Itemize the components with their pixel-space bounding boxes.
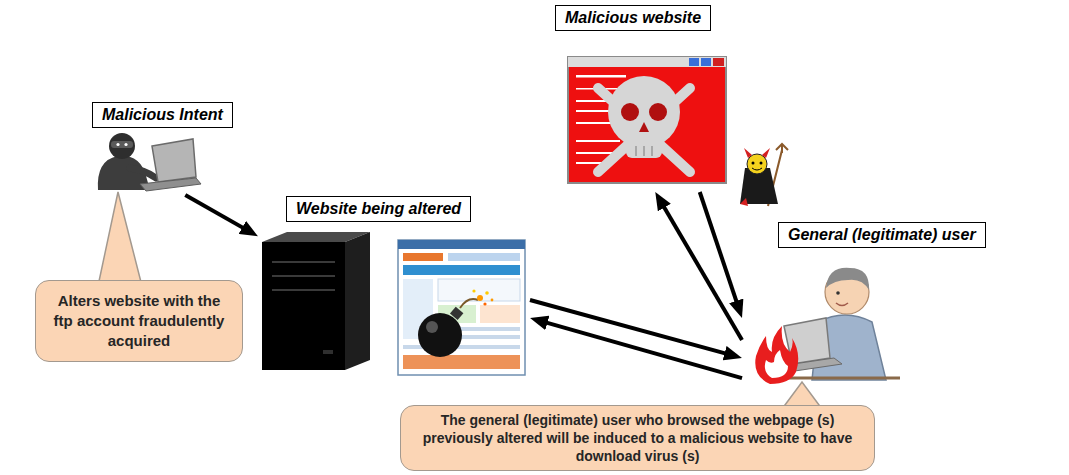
user-figure <box>826 268 869 290</box>
malicious-window <box>689 58 699 66</box>
server-illustration <box>345 232 370 370</box>
label-stack: Malicious Intent <box>92 102 233 128</box>
webpage-screenshot <box>398 240 525 375</box>
user-group: General (legitimate) user <box>742 220 1047 385</box>
webpage-screenshot <box>403 265 520 275</box>
fire-icon <box>765 350 788 378</box>
bomb-icon <box>450 307 463 320</box>
bomb-icon <box>460 299 478 308</box>
hacker-figure <box>124 143 127 146</box>
malicious-window <box>713 58 724 66</box>
webpage-screenshot <box>398 240 525 249</box>
malicious-window <box>568 57 726 67</box>
flow-arrow <box>538 320 742 378</box>
skull-icon <box>639 122 649 132</box>
server-illustration <box>262 242 345 370</box>
hacker-figure <box>111 141 133 148</box>
skull-icon <box>651 146 653 156</box>
hacker-figure <box>116 143 119 146</box>
skull-icon <box>598 76 690 172</box>
skull-icon <box>626 134 662 158</box>
devil-figure <box>752 162 755 165</box>
devil-figure <box>752 168 762 170</box>
flow-arrow <box>659 199 742 340</box>
group-label: Malicious website <box>555 5 711 31</box>
fire-icon <box>755 326 798 384</box>
hacker-figure <box>98 133 201 191</box>
bomb-icon <box>472 289 475 292</box>
group-label: Malicious Intent <box>92 102 233 128</box>
attacker-group: Malicious Intent <box>88 100 240 195</box>
devil-figure <box>744 148 752 158</box>
user-figure <box>836 303 848 306</box>
malicious-window <box>576 140 620 142</box>
bomb-icon <box>485 291 489 295</box>
malicious-window <box>576 152 616 154</box>
malicious-window <box>701 58 711 66</box>
skull-icon <box>643 146 645 156</box>
devil-figure <box>776 144 788 153</box>
callout-bubble: The general (legitimate) user who browse… <box>400 405 875 471</box>
flow-arrow <box>185 195 251 232</box>
callout-text: Alters website with the ftp account frau… <box>48 291 230 351</box>
callout-text: The general (legitimate) user who browse… <box>411 411 864 465</box>
devil-figure <box>740 144 788 206</box>
hacker-figure <box>152 139 196 182</box>
bomb-icon <box>477 295 483 301</box>
skull-icon <box>635 146 637 156</box>
user-figure <box>836 291 840 295</box>
webpage-screenshot <box>403 253 443 261</box>
label-stack: General (legitimate) user <box>778 222 986 248</box>
label-stack: Malicious website <box>555 5 711 31</box>
label-stack: Website being altered <box>286 196 471 222</box>
devil-figure <box>740 198 748 206</box>
malicious-window <box>568 57 726 183</box>
server-illustration <box>323 350 333 354</box>
bomb-icon <box>418 289 493 357</box>
server-illustration <box>272 289 335 291</box>
bomb-icon <box>491 299 494 302</box>
server-illustration <box>272 275 335 277</box>
bomb-icon <box>426 321 438 333</box>
server-illustration <box>272 261 335 263</box>
webpage-screenshot <box>398 240 525 375</box>
malicious-site-group: Malicious website <box>552 3 730 192</box>
skull-icon <box>649 103 667 121</box>
hacker-figure <box>109 133 135 159</box>
webpage-screenshot <box>448 253 520 261</box>
webpage-screenshot <box>403 355 520 369</box>
malicious-window <box>576 75 626 78</box>
webpage-screenshot <box>438 279 520 301</box>
devil-figure <box>762 148 770 158</box>
malicious-window <box>576 122 612 124</box>
devil-figure <box>760 162 763 165</box>
malicious-window <box>568 57 726 183</box>
altered-site-group: Website being altered <box>258 194 530 378</box>
callout-tail <box>98 192 142 286</box>
hacker-figure <box>130 168 156 178</box>
group-label: General (legitimate) user <box>778 222 986 248</box>
webpage-screenshot <box>480 305 520 323</box>
skull-icon <box>621 103 639 121</box>
bomb-icon <box>483 302 486 305</box>
group-label: Website being altered <box>286 196 471 222</box>
callout-bubble: Alters website with the ftp account frau… <box>35 280 243 362</box>
flow-arrow <box>700 192 740 310</box>
fire-icon <box>755 326 798 384</box>
webpage-screenshot <box>403 345 520 349</box>
bomb-icon <box>418 313 462 357</box>
server-illustration <box>262 232 370 370</box>
hacker-figure <box>140 178 201 191</box>
devil-figure <box>747 154 767 174</box>
